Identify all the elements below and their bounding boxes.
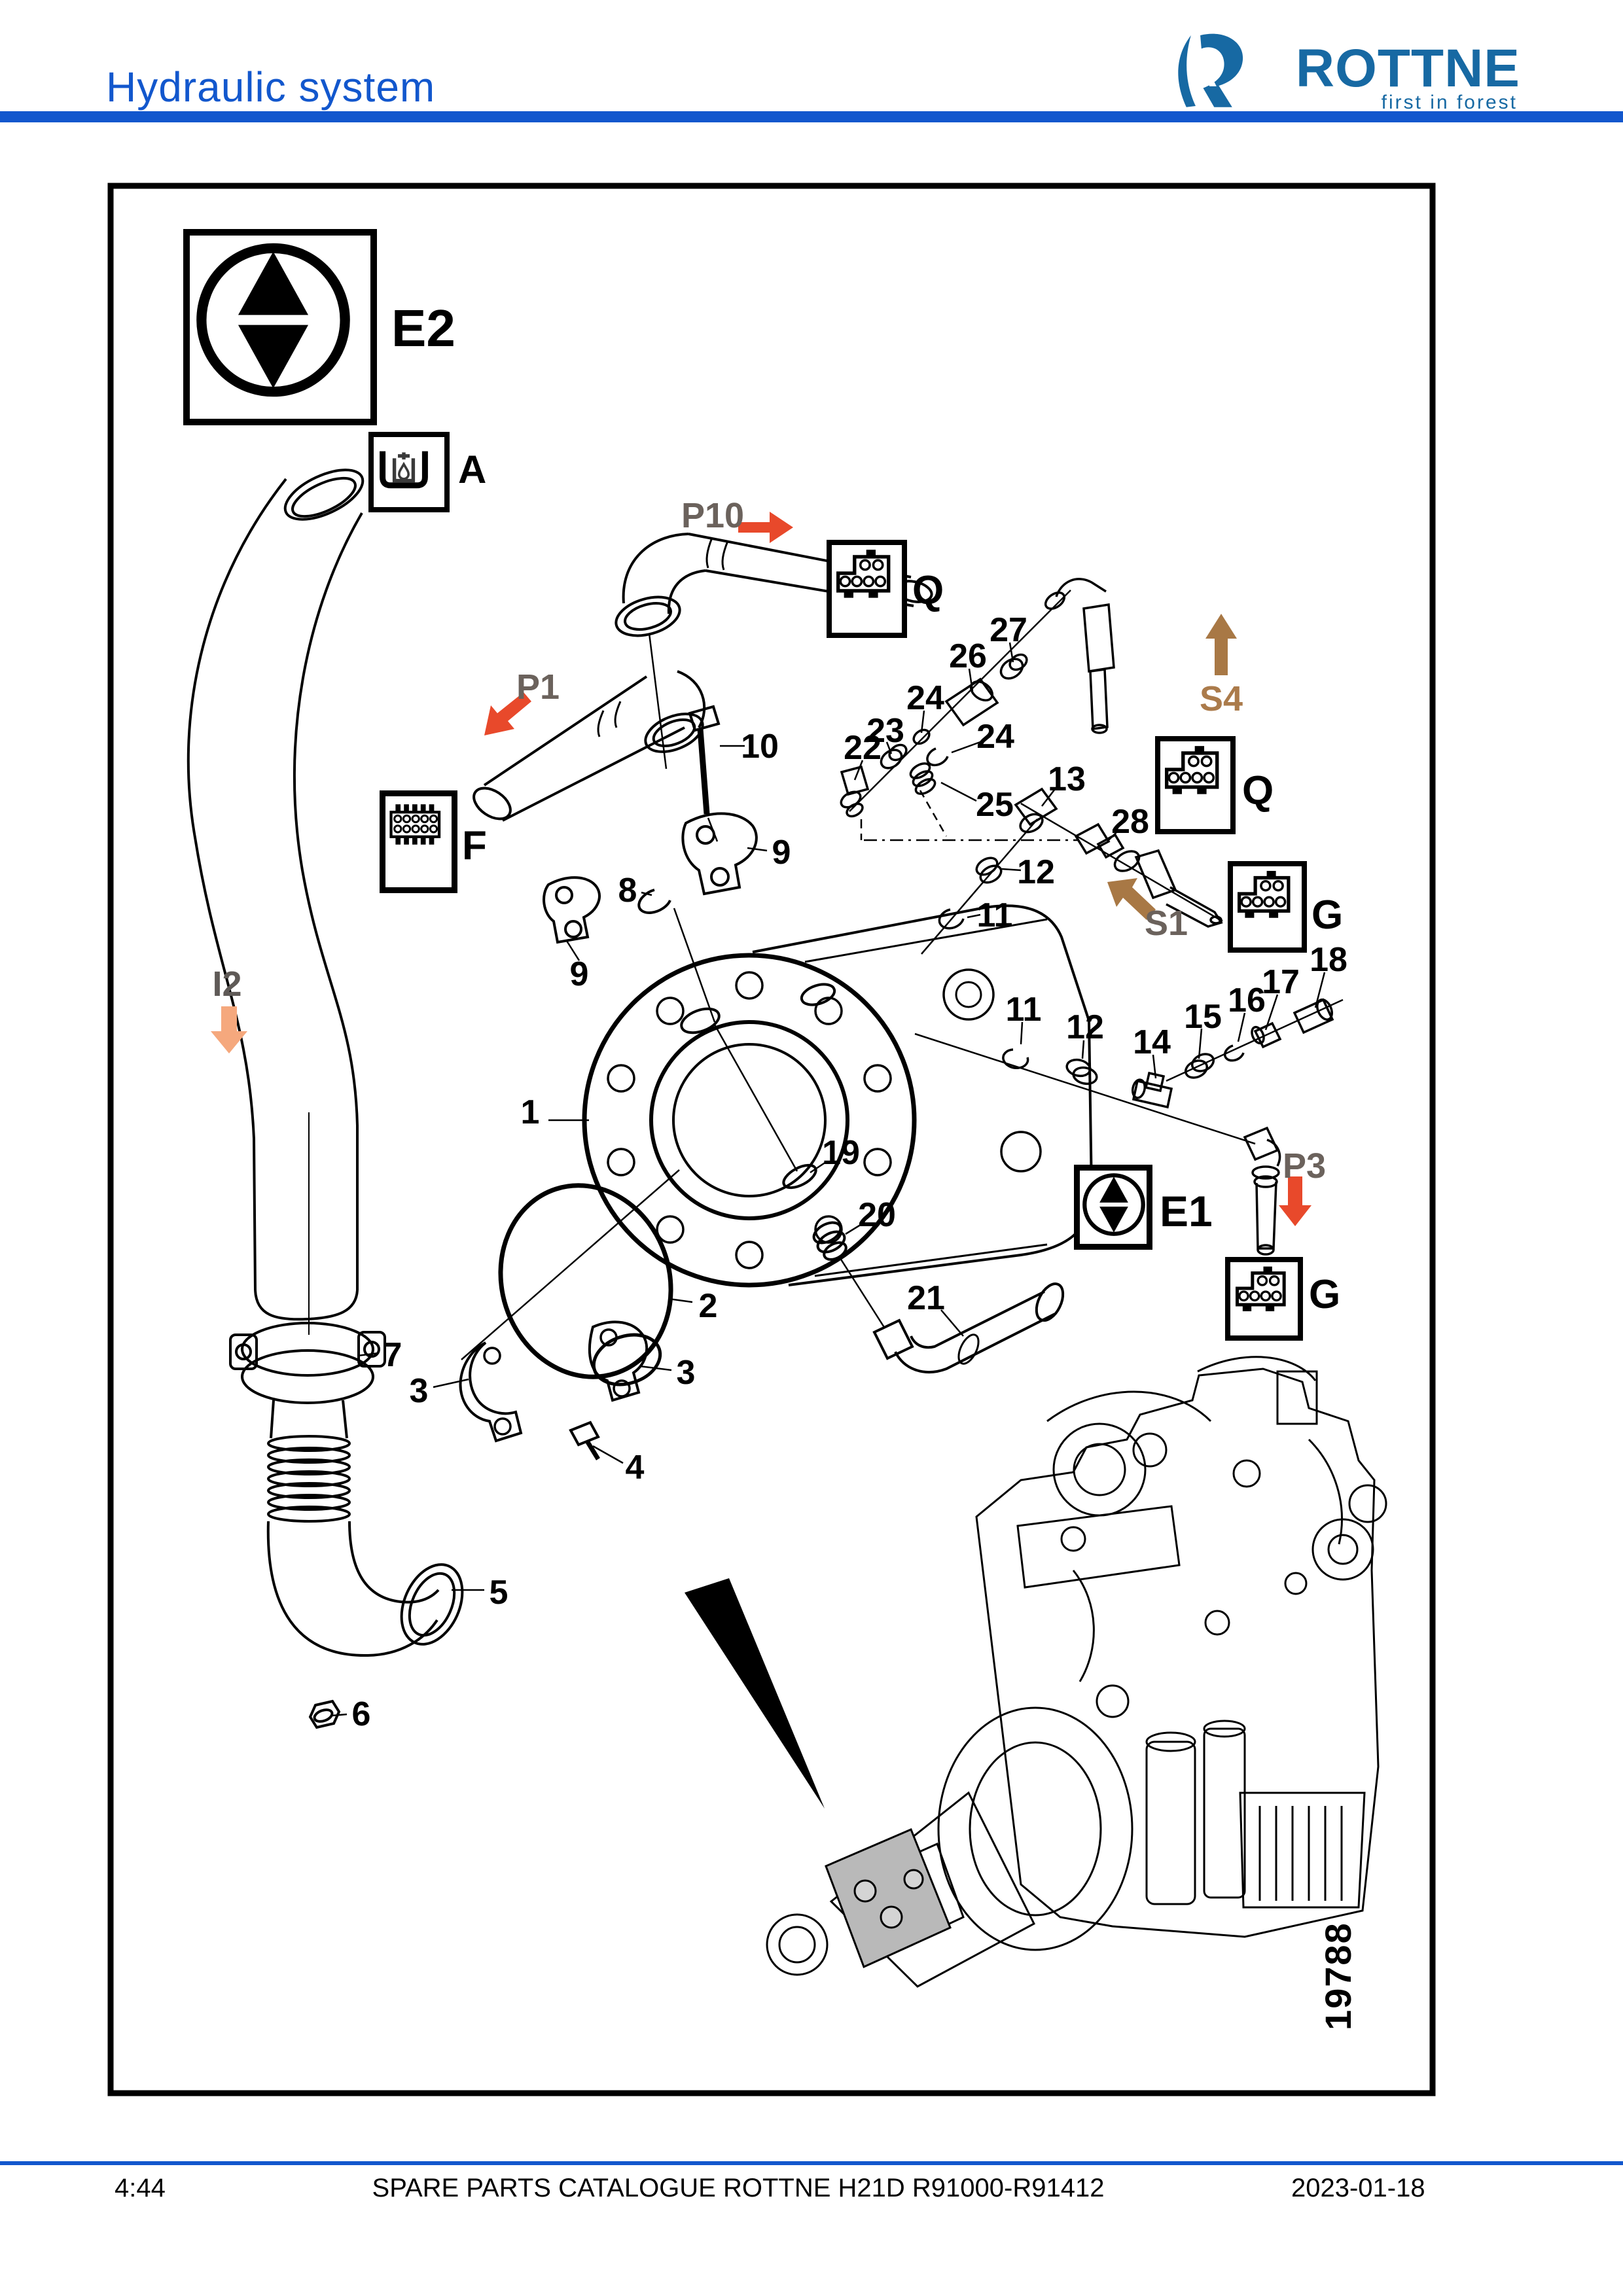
lower-fitting-chain (914, 857, 1344, 1256)
hydraulic-pump (461, 904, 1094, 1360)
symbol-box-e2 (183, 229, 377, 425)
port-label-i2: I2 (212, 964, 242, 1004)
callout-number: 9 (772, 834, 791, 872)
callout-number: 8 (618, 872, 637, 910)
callout-number: 21 (907, 1279, 945, 1317)
callout-number: 22 (844, 729, 882, 767)
callout-number: 24 (976, 718, 1014, 756)
footer-rule (0, 2161, 1623, 2165)
callout-number: 15 (1184, 998, 1222, 1036)
rottne-logo-mark-icon (1178, 33, 1243, 107)
callout-number: 12 (1066, 1008, 1104, 1046)
callout-number: 16 (1228, 981, 1266, 1019)
fitting-cluster (840, 578, 1223, 955)
symbol-label-a: A (458, 448, 487, 491)
connector6-icon (1238, 871, 1291, 918)
callout-number: 5 (489, 1574, 508, 1612)
callout-number: 27 (990, 611, 1027, 649)
symbol-box-a (368, 432, 450, 512)
suction-pipe (187, 468, 464, 1729)
callout-number: 13 (1048, 760, 1086, 798)
callout-number: 18 (1310, 941, 1347, 979)
callout-number: 11 (1005, 991, 1042, 1029)
port-label-p10: P10 (681, 496, 745, 535)
page-title: Hydraulic system (106, 63, 436, 111)
logo-tagline: first in forest (1381, 92, 1518, 113)
callout-number: 3 (676, 1354, 696, 1392)
symbol-box-g1 (1228, 861, 1307, 953)
callout-number: 1 (520, 1093, 540, 1131)
port-label-p3: P3 (1282, 1146, 1327, 1186)
pump-icon (196, 243, 350, 397)
callout-number: 25 (976, 786, 1014, 824)
callout-number: 2 (698, 1287, 718, 1325)
engine-illustration (685, 1356, 1387, 1988)
callout-number: 17 (1262, 963, 1300, 1001)
port-label-p1: P1 (516, 667, 560, 707)
callout-number: 20 (858, 1196, 896, 1234)
pump-icon (1082, 1173, 1145, 1236)
symbol-label-g1: G (1311, 892, 1344, 938)
callout-number: 24 (906, 679, 944, 717)
callout-number: 7 (383, 1336, 402, 1374)
callout-number: 26 (949, 637, 987, 675)
callout-number: 23 (866, 712, 904, 750)
logo-wordmark: ROTTNE (1295, 39, 1520, 98)
callout-number: 10 (741, 728, 779, 766)
callout-number: 28 (1111, 803, 1149, 841)
callout-number: 3 (409, 1372, 429, 1410)
callout-number: 14 (1133, 1023, 1171, 1061)
symbol-box-g2 (1225, 1257, 1303, 1341)
footer-page-number: 4:44 (115, 2174, 166, 2202)
connector6-icon (1236, 1266, 1286, 1311)
symbol-box-q1 (827, 540, 907, 638)
footer-catalogue-title: SPARE PARTS CATALOGUE ROTTNE H21D R91000… (372, 2174, 1105, 2202)
symbol-box-q2 (1155, 736, 1236, 834)
symbol-label-f: F (462, 823, 487, 868)
diagram-frame (107, 183, 1436, 2096)
callout-number: 6 (351, 1695, 371, 1733)
symbol-box-e1 (1074, 1165, 1152, 1250)
callout-number: 12 (1017, 853, 1055, 891)
flow-arrows (211, 512, 1311, 1226)
drain-hose-parts (713, 1024, 1065, 1373)
bolt-and-clamps (543, 705, 758, 1023)
symbol-label-q1: Q (912, 568, 944, 613)
callout-number: 4 (625, 1449, 645, 1487)
callout-number: 11 (976, 896, 1013, 934)
symbol-box-f (380, 790, 457, 893)
callout-number: 9 (569, 955, 589, 993)
footer-date: 2023-01-18 (1291, 2174, 1425, 2202)
connector10-icon (389, 804, 441, 845)
connector6-icon (1165, 746, 1219, 794)
symbol-label-q2: Q (1242, 768, 1274, 813)
symbol-label-e1: E1 (1160, 1187, 1213, 1235)
orings-and-clamps (330, 745, 768, 1717)
symbol-label-e2: E2 (391, 299, 455, 357)
oil-icon (380, 451, 428, 489)
connector6-icon (836, 550, 891, 598)
figure-number: 19788 (1317, 1922, 1359, 2030)
callout-number: 19 (822, 1134, 860, 1172)
hose-p1 (473, 670, 706, 822)
port-label-s1: S1 (1144, 904, 1188, 943)
header-rule (0, 111, 1623, 122)
symbol-label-g2: G (1309, 1272, 1341, 1317)
port-label-s4: S4 (1199, 679, 1243, 718)
